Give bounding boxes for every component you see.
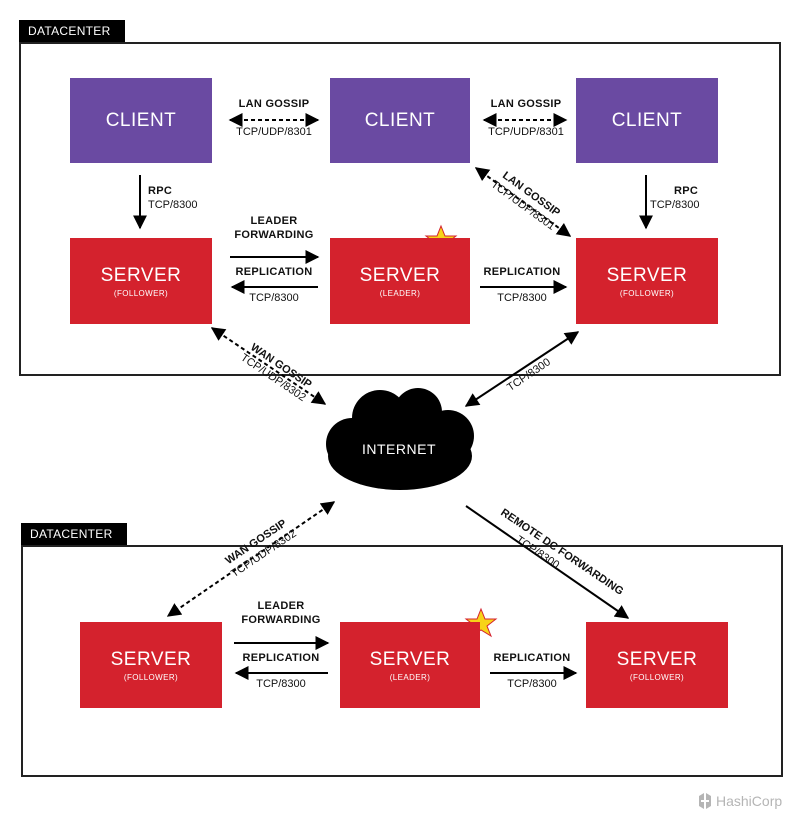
server-name: SERVER	[606, 264, 688, 286]
server-role: (FOLLOWER)	[619, 288, 675, 298]
dc1-client-3: CLIENT	[576, 78, 718, 163]
server-name: SERVER	[359, 264, 441, 286]
rpc-port: TCP/8300	[650, 199, 700, 211]
datacenter-2-frame	[21, 545, 783, 777]
lan-gossip-title: LAN GOSSIP	[238, 98, 310, 110]
lan-gossip-title: LAN GOSSIP	[490, 98, 562, 110]
leader-forwarding-label-dc2: LEADER FORWARDING	[230, 599, 332, 627]
hashicorp-logo-text: HashiCorp	[716, 793, 783, 809]
replication-title: REPLICATION	[242, 652, 320, 664]
internet-cloud-icon	[326, 388, 474, 490]
rpc-label-right: RPC TCP/8300	[650, 184, 726, 212]
hashicorp-logo: HashiCorp	[698, 793, 782, 809]
dc1-client-2: CLIENT	[330, 78, 470, 163]
rpc-title: RPC	[148, 185, 173, 197]
dc1-client-1: CLIENT	[70, 78, 212, 163]
datacenter-1-frame	[19, 42, 781, 376]
lan-gossip-port: TCP/UDP/8301	[488, 126, 564, 138]
replication-port: TCP/8300	[507, 678, 557, 690]
leader-forwarding-line1: LEADER	[257, 600, 305, 612]
internet-tcp-arrow-dc1	[464, 331, 580, 407]
replication-label-right-dc1: REPLICATION TCP/8300	[472, 265, 572, 305]
datacenter-1-label: DATACENTER 1	[19, 20, 125, 60]
server-role: (LEADER)	[379, 288, 421, 298]
rpc-port: TCP/8300	[148, 199, 198, 211]
rpc-title: RPC	[674, 185, 699, 197]
server-name: SERVER	[110, 648, 192, 670]
replication-port: TCP/8300	[497, 292, 547, 304]
server-role: (FOLLOWER)	[113, 288, 169, 298]
dc1-server-follower-left: SERVER (FOLLOWER)	[70, 238, 212, 324]
client-name: CLIENT	[105, 109, 177, 131]
replication-label-right-dc2: REPLICATION TCP/8300	[482, 651, 582, 691]
datacenter-2-label: DATACENTER 2	[21, 523, 127, 563]
server-name: SERVER	[616, 648, 698, 670]
wan-gossip-arrow-dc2	[166, 501, 336, 617]
server-role: (LEADER)	[389, 672, 431, 682]
replication-title: REPLICATION	[483, 266, 561, 278]
replication-title: REPLICATION	[235, 266, 313, 278]
server-role: (FOLLOWER)	[629, 672, 685, 682]
replication-label-left-dc1: REPLICATION TCP/8300	[224, 265, 324, 305]
leader-forwarding-line1: LEADER	[250, 215, 298, 227]
lan-gossip-label-2: LAN GOSSIP TCP/UDP/8301	[474, 97, 578, 139]
leader-star-icon-dc2	[464, 607, 498, 638]
wan-gossip-arrow-dc1	[210, 327, 327, 405]
server-name: SERVER	[100, 264, 182, 286]
internet-label: INTERNET	[362, 441, 436, 457]
lan-gossip-label-1: LAN GOSSIP TCP/UDP/8301	[222, 97, 326, 139]
leader-forwarding-line2: FORWARDING	[234, 229, 314, 241]
replication-port: TCP/8300	[249, 292, 299, 304]
lan-gossip-port: TCP/UDP/8301	[236, 126, 312, 138]
dc1-server-leader: SERVER (LEADER)	[330, 238, 470, 324]
replication-title: REPLICATION	[493, 652, 571, 664]
remote-dc-forwarding-arrow	[465, 505, 630, 619]
server-name: SERVER	[369, 648, 451, 670]
server-role: (FOLLOWER)	[123, 672, 179, 682]
replication-label-left-dc2: REPLICATION TCP/8300	[230, 651, 332, 691]
replication-port: TCP/8300	[256, 678, 306, 690]
rpc-label-left: RPC TCP/8300	[148, 184, 208, 212]
dc2-server-leader: SERVER (LEADER)	[340, 622, 480, 708]
client-name: CLIENT	[364, 109, 436, 131]
leader-forwarding-line2: FORWARDING	[241, 614, 321, 626]
leader-forwarding-label-dc1: LEADER FORWARDING	[224, 214, 324, 242]
dc1-server-follower-right: SERVER (FOLLOWER)	[576, 238, 718, 324]
lan-gossip-diagonal-arrow	[474, 167, 572, 237]
dc2-server-follower-right: SERVER (FOLLOWER)	[586, 622, 728, 708]
client-name: CLIENT	[611, 109, 683, 131]
hashicorp-logo-icon	[699, 793, 711, 809]
dc2-server-follower-left: SERVER (FOLLOWER)	[80, 622, 222, 708]
